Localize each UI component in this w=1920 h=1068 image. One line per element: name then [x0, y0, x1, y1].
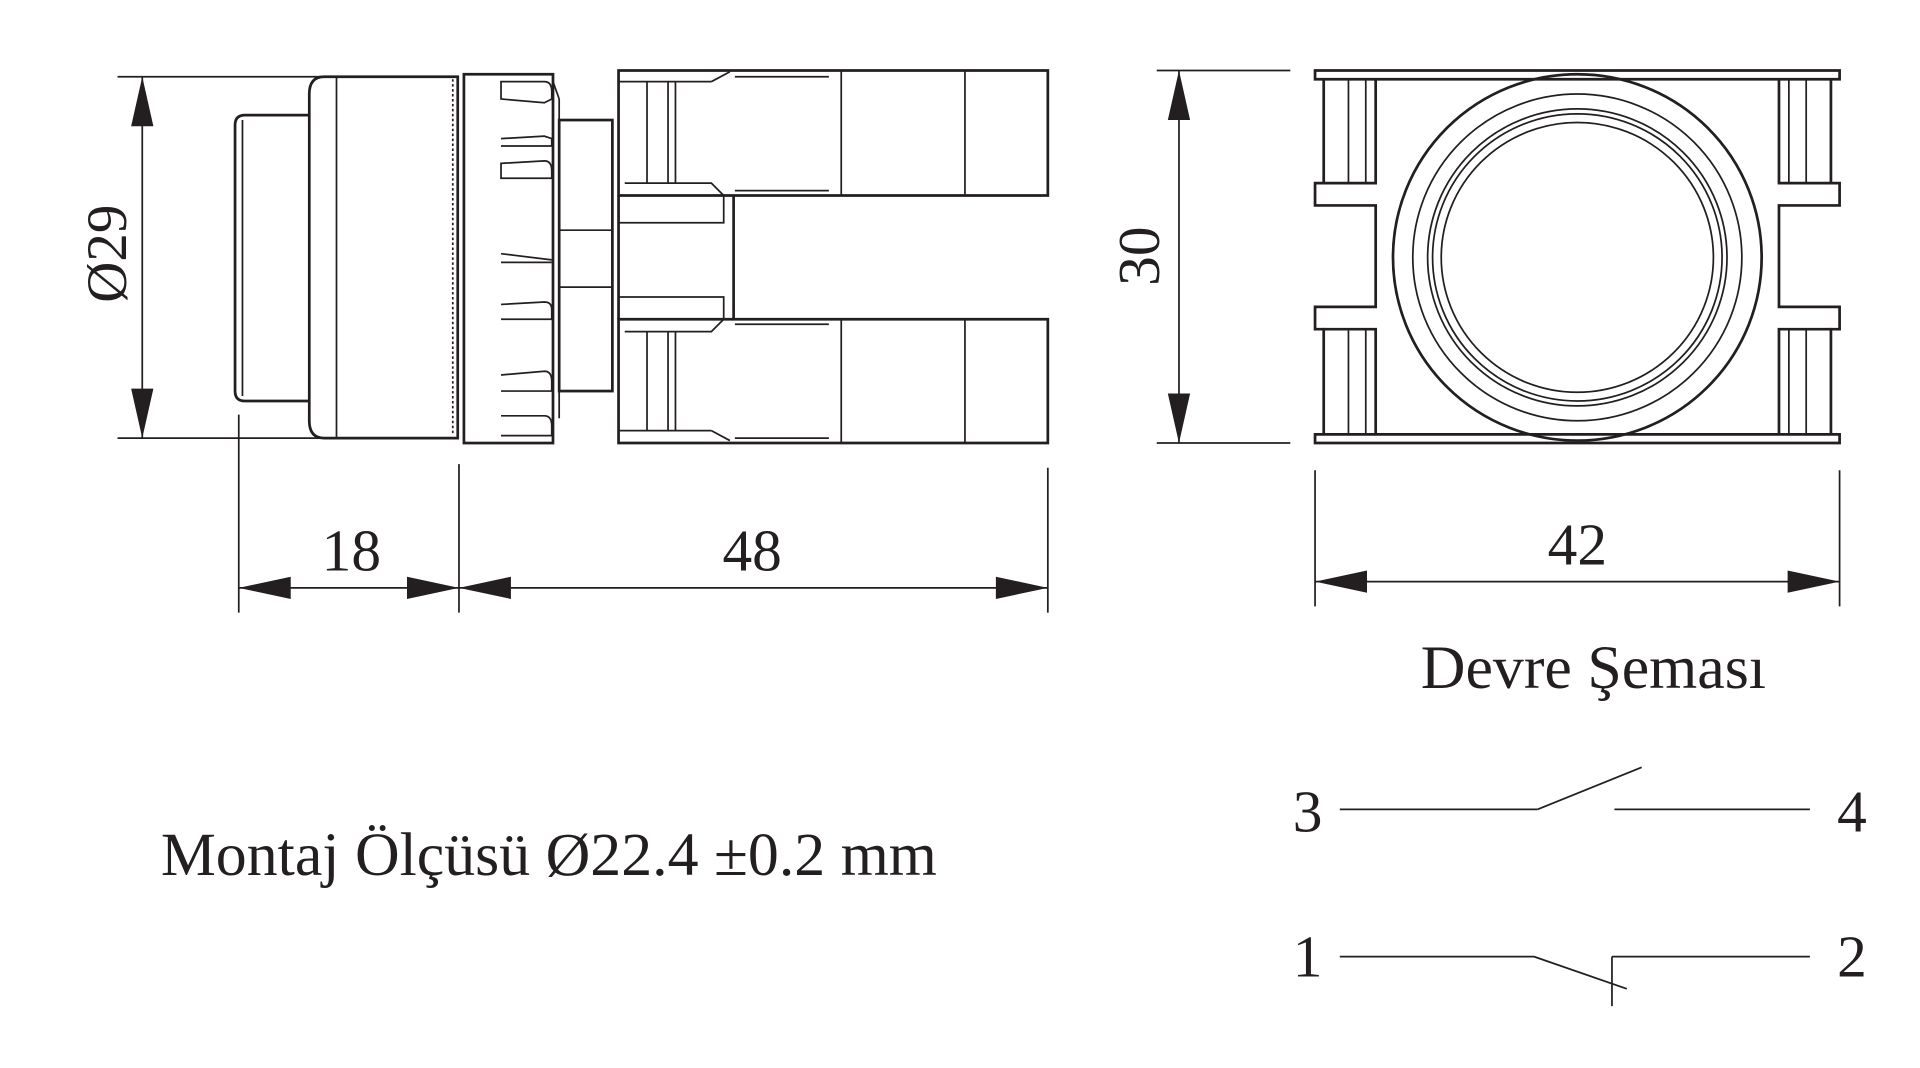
terminal-2: 2 [1837, 923, 1867, 989]
front-view: 30 42 [1106, 69, 1841, 607]
dim-48-label: 48 [722, 517, 781, 583]
contact-block-upper [617, 69, 1050, 197]
circuit-schematic: 3 4 1 2 [1293, 766, 1867, 1007]
side-view: Ø29 [76, 69, 1050, 613]
dim-30-label: 30 [1106, 226, 1172, 285]
contact-block-lower [617, 317, 1050, 445]
dim-18-label: 18 [322, 517, 381, 583]
terminal-4: 4 [1837, 779, 1867, 845]
ring-teeth [500, 80, 553, 437]
mounting-text: Montaj Ölçüsü Ø22.4 ±0.2 mm [161, 821, 937, 889]
diameter-label: Ø29 [76, 205, 139, 303]
dim-42-label: 42 [1548, 511, 1607, 577]
terminal-3: 3 [1293, 779, 1323, 845]
circuit-title: Devre Şeması [1421, 634, 1766, 702]
terminal-1: 1 [1293, 923, 1323, 989]
